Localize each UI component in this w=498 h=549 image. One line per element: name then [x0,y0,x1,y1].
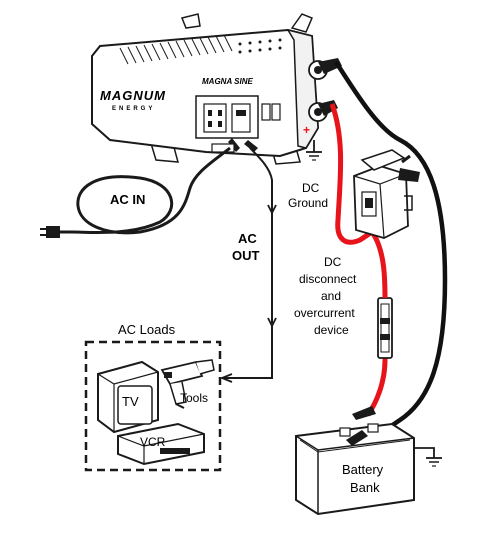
vcr-illustration [117,422,205,466]
magnasine-logo: MAGNA SINE [202,77,253,86]
drill-illustration [160,359,215,409]
battery-label-1: Battery [342,462,384,477]
dc-ground-symbol [306,140,322,161]
vcr-label: VCR [140,435,166,449]
plus-sign: + [303,123,310,137]
dc-disconnect-label-5: device [314,323,349,337]
tv-label: TV [122,394,139,409]
positive-cable-upper [329,103,374,245]
tools-label: Tools [180,391,208,405]
tv-illustration [97,360,159,434]
inverter: MAGNUM ENERGY MAGNA SINE + [91,13,342,165]
ac-out-label-2: OUT [232,248,260,263]
ac-plug [46,226,60,238]
ac-in-label: AC IN [110,192,145,207]
battery-label-2: Bank [350,480,380,495]
inline-fuse [377,297,393,359]
ac-out-label-1: AC [238,231,257,246]
ac-loads-box [84,340,222,472]
dc-disconnect-label-2: disconnect [299,272,357,286]
ac-loads-label: AC Loads [118,322,176,337]
battery-bank [295,406,415,516]
ac-out-line [219,147,277,383]
dc-disconnect-label-1: DC [324,255,342,269]
dc-ground-label-1: DC [302,181,320,195]
battery-ground-symbol [414,447,442,467]
dc-disconnect-breaker [353,149,420,239]
dc-disconnect-label-4: overcurrent [294,306,355,320]
negative-cable [334,60,448,448]
dc-disconnect-label-3: and [321,289,341,303]
dc-ground-label-2: Ground [288,196,328,210]
magnum-logo: MAGNUM [100,88,166,103]
magnum-logo-sub: ENERGY [112,106,155,112]
ac-in-cord [40,146,231,238]
